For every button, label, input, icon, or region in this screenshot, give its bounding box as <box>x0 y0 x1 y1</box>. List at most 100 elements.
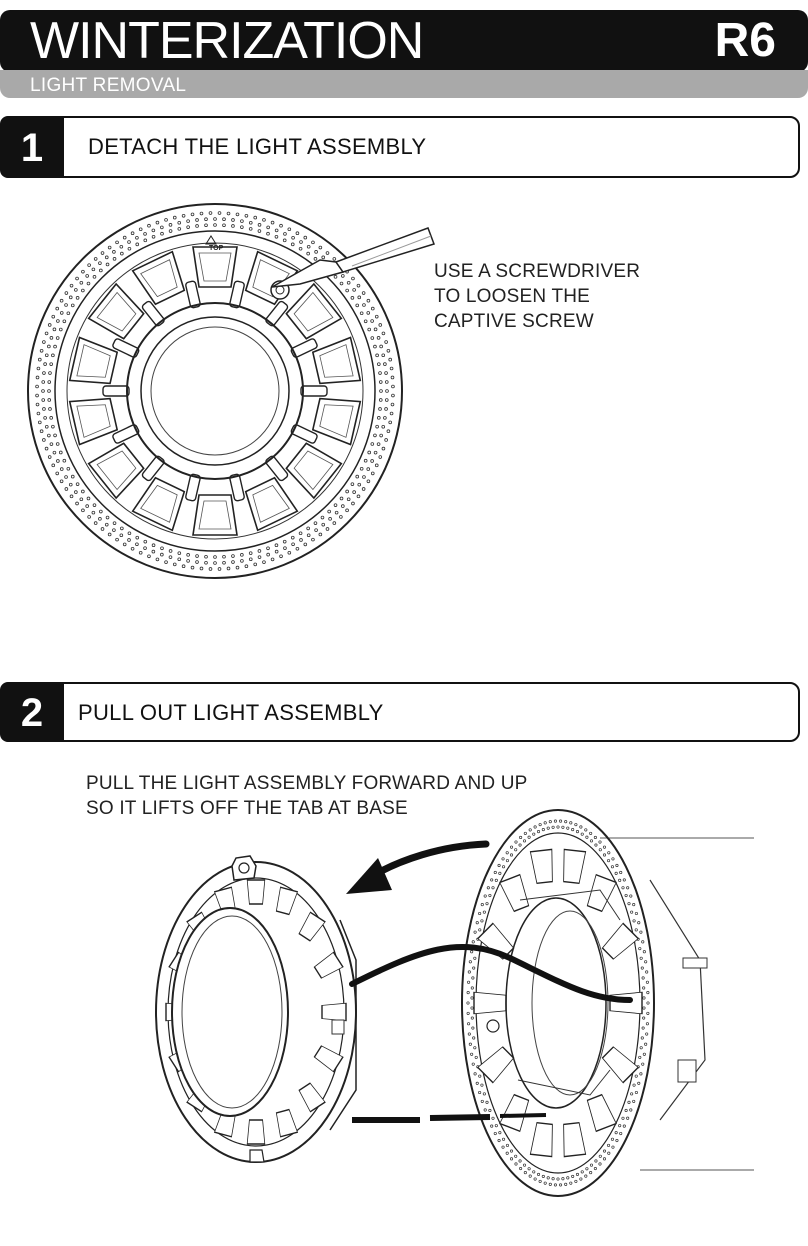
dot <box>217 567 222 571</box>
dot <box>270 557 275 562</box>
dot <box>486 886 490 890</box>
dot <box>594 843 598 847</box>
lens-slot <box>246 1119 266 1145</box>
dot <box>195 224 199 228</box>
slot-inner <box>96 291 137 332</box>
lens-slot <box>298 911 326 942</box>
dot <box>346 280 351 285</box>
dot <box>362 475 366 479</box>
dot <box>100 251 105 255</box>
dot <box>51 424 55 429</box>
dot <box>92 275 97 279</box>
dot <box>644 1042 648 1046</box>
dot <box>580 832 584 836</box>
dot <box>172 215 177 220</box>
dot <box>548 820 552 824</box>
dot <box>494 878 498 882</box>
lens-slot <box>563 848 587 885</box>
lens-slot <box>285 442 343 500</box>
dot <box>575 1172 580 1176</box>
slot-inner <box>252 484 290 523</box>
tab-shape <box>102 385 130 397</box>
slot-shape <box>298 1082 326 1113</box>
dot <box>91 510 96 515</box>
caption-line: CAPTIVE SCREW <box>434 311 594 332</box>
dot <box>120 526 124 531</box>
dot <box>44 446 49 451</box>
dot <box>638 947 642 951</box>
lens-slot <box>499 1093 530 1133</box>
dot <box>291 542 295 547</box>
caption-line: USE A SCREWDRIVER <box>434 261 641 282</box>
dot <box>641 1026 645 1030</box>
dot <box>543 1181 547 1185</box>
dot <box>622 878 626 882</box>
lens-slot <box>609 991 643 1015</box>
step-2-number-box <box>0 682 64 742</box>
dot <box>248 551 253 555</box>
dot <box>381 331 386 336</box>
lens-slot <box>246 879 266 905</box>
dot <box>389 366 394 371</box>
dot <box>639 1046 643 1050</box>
dot <box>367 450 372 455</box>
dot <box>112 521 117 525</box>
dot <box>488 1108 492 1113</box>
slot-inner <box>96 450 137 491</box>
dot <box>646 1001 650 1005</box>
dot <box>533 1177 537 1181</box>
dot <box>370 336 375 340</box>
dot <box>86 496 91 501</box>
dot <box>36 411 41 416</box>
dot <box>299 240 303 244</box>
dot <box>370 319 374 323</box>
dot <box>47 380 52 384</box>
dot <box>47 344 51 349</box>
dot <box>639 930 643 934</box>
dot <box>355 474 360 479</box>
dot <box>168 555 173 559</box>
dot <box>42 438 46 442</box>
slot-shape <box>298 911 326 942</box>
lens-slot <box>601 1046 640 1084</box>
dot <box>177 557 182 562</box>
dot <box>639 956 643 960</box>
lens-slot <box>311 397 362 446</box>
dot <box>341 504 345 508</box>
dot <box>298 531 303 536</box>
dot <box>569 1181 573 1185</box>
dot <box>538 823 542 827</box>
dot <box>384 340 388 344</box>
dot <box>119 244 124 249</box>
step-1-title: DETACH THE LIGHT ASSEMBLY <box>88 134 427 159</box>
dot <box>48 407 52 411</box>
dot <box>381 446 386 451</box>
dot <box>100 527 105 531</box>
dot <box>514 1162 518 1166</box>
dot <box>130 231 135 236</box>
dot <box>49 362 53 366</box>
dot <box>199 211 204 216</box>
dot <box>471 1062 475 1066</box>
inner-tab <box>185 280 201 309</box>
dot <box>483 1108 487 1112</box>
dot <box>478 928 482 932</box>
dot <box>248 227 253 231</box>
dot <box>602 845 607 849</box>
slot-shape <box>476 1046 515 1084</box>
dot <box>485 1100 489 1104</box>
dot <box>99 509 103 514</box>
dot <box>519 1167 523 1171</box>
dot <box>98 261 102 265</box>
dot <box>561 1177 565 1181</box>
dot <box>498 1131 502 1135</box>
dot <box>91 267 96 272</box>
dot <box>104 255 109 260</box>
dot <box>59 479 64 484</box>
dot <box>339 281 344 286</box>
dot <box>122 235 127 240</box>
caption-line: TO LOOSEN THE <box>434 286 591 307</box>
dot <box>41 380 46 384</box>
dot <box>584 1174 588 1178</box>
dot <box>602 853 607 857</box>
